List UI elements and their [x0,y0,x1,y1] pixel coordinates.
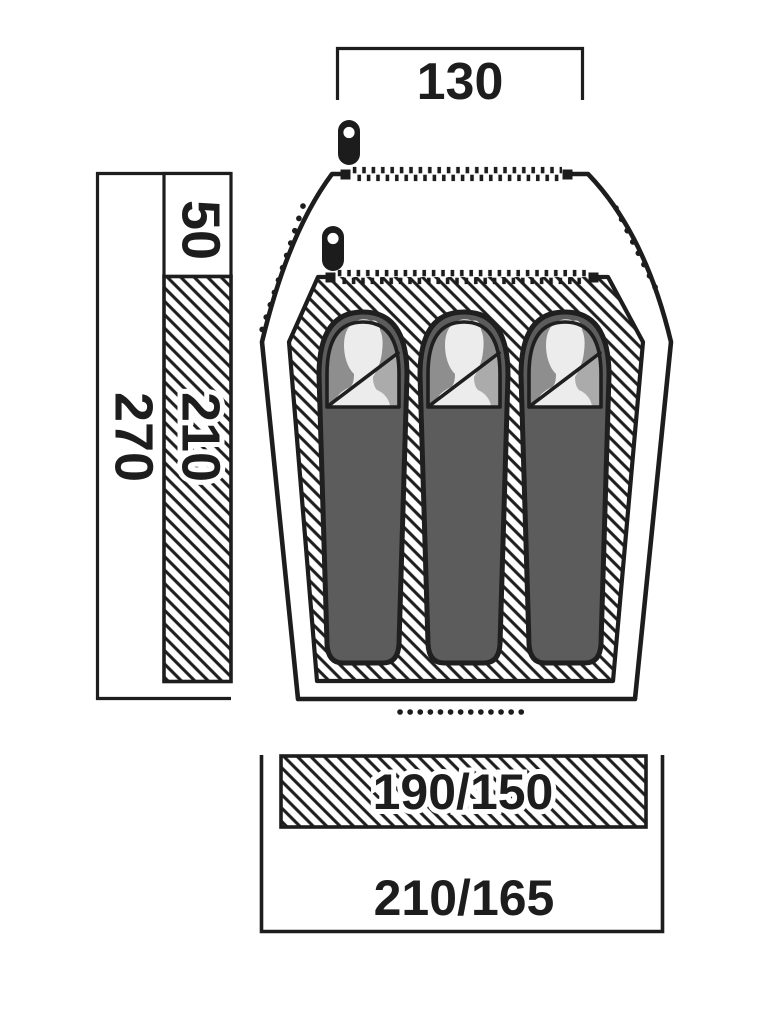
inner-width-bar [279,754,648,829]
total-length-label: 270 [104,392,164,482]
tent-body [259,120,674,715]
outer-width-bracket [259,755,665,934]
zipper-end-left [325,272,336,283]
inner-length-label: 210 [171,392,231,482]
inner-width-label: 190/150 [373,764,554,820]
left-dimension-block: 50 270 210 [95,171,236,701]
outer-entrance-zipper [338,120,573,182]
vestibule-depth-box [162,171,233,279]
inner-tent-outline [286,274,646,684]
sleeping-bag-1 [319,312,407,663]
zipper-pull-icon [322,226,344,271]
sleeping-bag-2 [420,312,508,663]
zipper-pull-icon [338,120,360,165]
zipper-end-left [340,169,351,180]
top-width-label: 130 [417,53,504,111]
zipper-end-right [588,272,599,283]
outer-tent-outline [259,171,674,702]
zipper-end-right [562,169,573,180]
top-width-dimension: 130 [335,46,585,111]
zipper-teeth-icon [352,166,562,182]
top-width-bracket [335,46,585,100]
vestibule-depth-label: 50 [171,200,231,260]
left-guyline-dots [259,203,306,333]
outer-width-label: 210/165 [374,870,555,926]
bottom-dimension-block: 190/150 210/165 [259,754,665,934]
right-guyline-dots [613,205,659,292]
zipper-teeth-icon [337,269,586,285]
inner-entrance-zipper [322,226,599,285]
inner-length-bar [162,274,233,684]
sleeping-bag-3 [521,312,609,663]
